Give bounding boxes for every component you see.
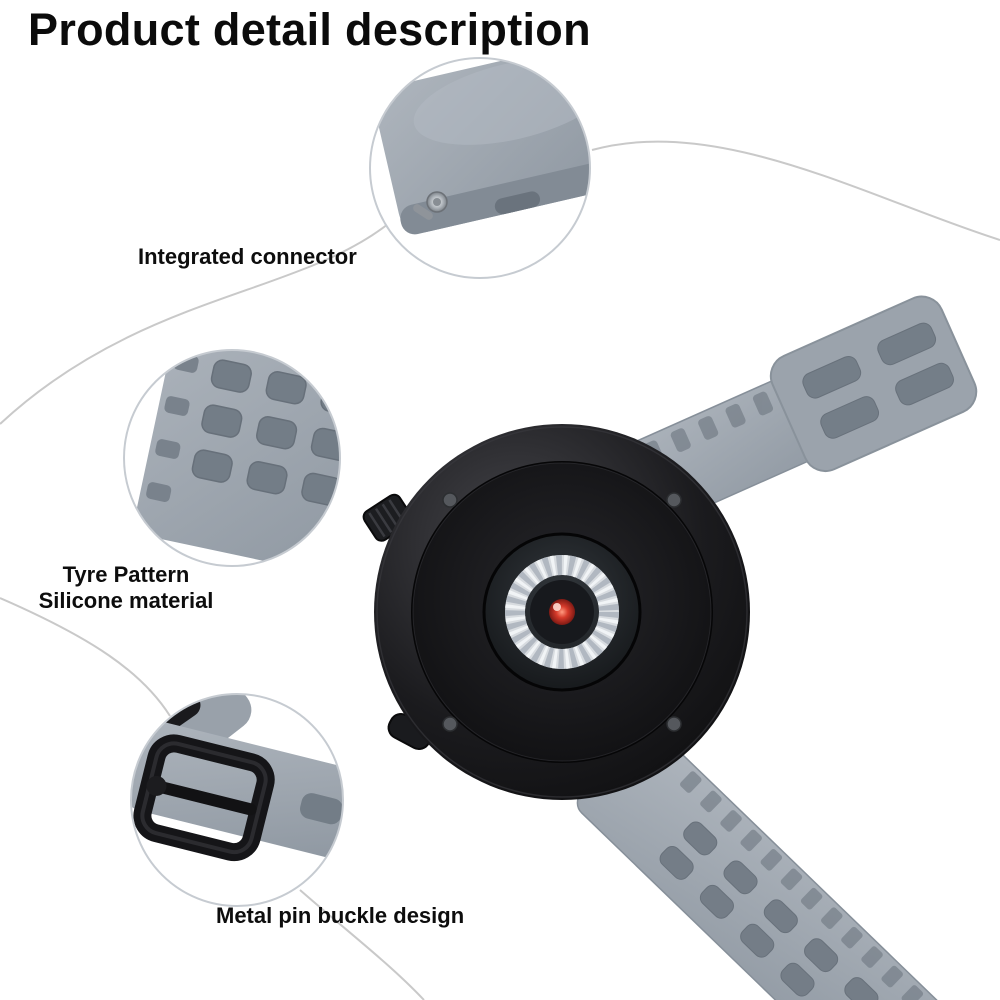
watch-case — [374, 424, 750, 800]
watch-strap-bottom — [576, 727, 1000, 1000]
tyre-pattern-label-line1: Tyre Pattern — [62, 562, 190, 587]
callout-metal-buckle — [130, 693, 344, 907]
buckle-pin — [151, 780, 257, 816]
callout-tyre-pattern — [123, 349, 341, 567]
tyre-pattern-label: Tyre Pattern Silicone material — [30, 562, 222, 614]
metal-pin-buckle-label: Metal pin buckle design — [216, 903, 465, 928]
strap-top-end-slots — [802, 322, 954, 439]
metal-buckle — [133, 734, 275, 862]
strap-bottom-holes — [659, 821, 879, 1000]
strap-bottom-tread-pattern — [680, 771, 924, 1000]
callout-connector-lines — [0, 140, 1000, 1000]
sensor-red-light — [549, 599, 575, 625]
spring-bar-pin — [413, 191, 448, 220]
case-screws — [442, 492, 682, 732]
integrated-connector-label: Integrated connector — [138, 244, 357, 269]
page-title: Product detail description — [28, 4, 591, 55]
callout-integrated-connector — [369, 57, 591, 279]
tyre-pattern-label-line2: Silicone material — [38, 587, 214, 613]
heart-rate-sensor — [482, 532, 642, 692]
